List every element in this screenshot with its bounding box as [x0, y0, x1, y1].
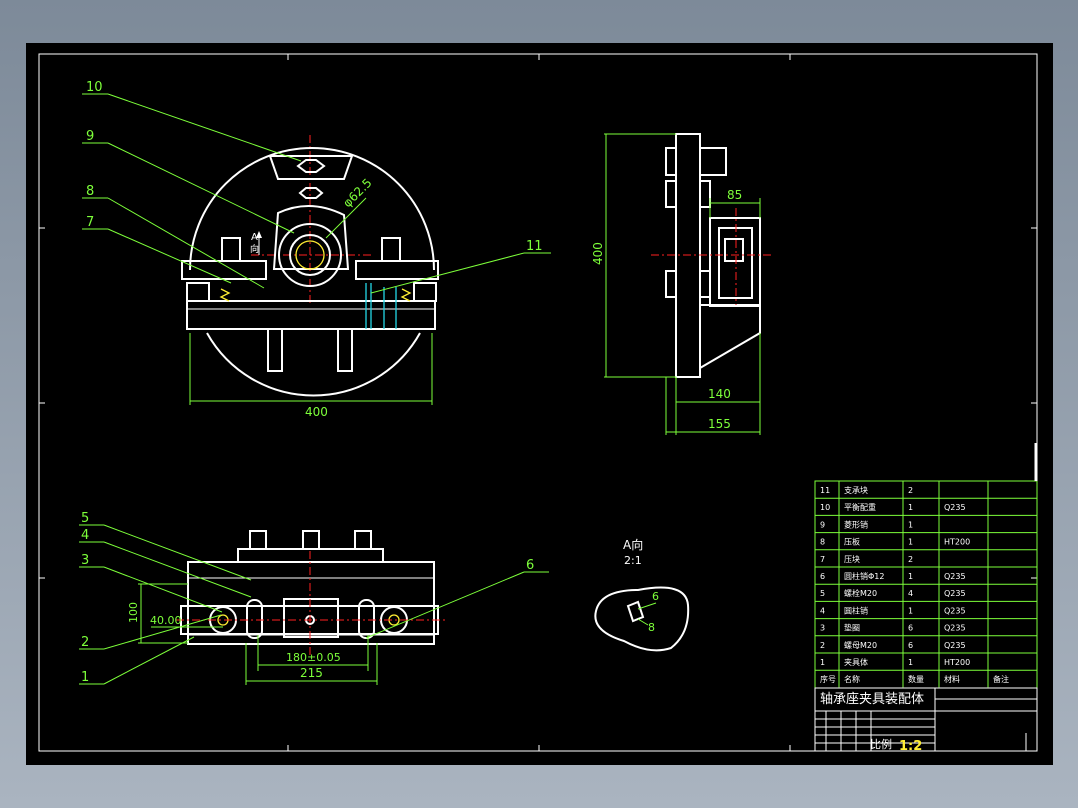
- side-dimensions: 400 85 140 155: [591, 133, 761, 435]
- bom-cell: 螺母M20: [844, 640, 877, 650]
- drawing-title: 轴承座夹具装配体: [820, 692, 924, 707]
- cad-drawing: A 向 400 φ62.5 10 9 8 7 11: [38, 53, 1038, 754]
- callout-2: 2: [81, 635, 89, 650]
- bom-cell: 螺栓M20: [844, 588, 877, 598]
- detail-a-scale: 2:1: [624, 554, 642, 567]
- dim-side-height: 400: [591, 242, 605, 265]
- callout-6: 6: [526, 558, 534, 573]
- sheet-border: [38, 53, 1038, 752]
- bom-cell: Q235: [944, 572, 966, 581]
- bom-cell: HT200: [944, 538, 970, 547]
- section-a-letter: A: [251, 232, 258, 243]
- bom-cell: 菱形销: [844, 519, 868, 529]
- bom-cell: Q235: [944, 589, 966, 598]
- front-view: A 向: [181, 135, 439, 397]
- detail-dim-8: 8: [648, 621, 655, 634]
- bom-header: 数量: [908, 674, 924, 684]
- border-ticks: [39, 54, 1037, 751]
- callout-5: 5: [81, 511, 89, 526]
- bom-cell: Q235: [944, 606, 966, 615]
- bom-cell: 11: [820, 486, 830, 495]
- bom-cell: 1: [908, 606, 913, 615]
- bom-cell: 1: [908, 572, 913, 581]
- bom-cell: 压块: [844, 554, 860, 564]
- bom-cell: 8: [820, 538, 825, 547]
- bom-cell: 9: [820, 520, 825, 529]
- bom-header: 材料: [944, 674, 960, 684]
- bom-cell: Q235: [944, 641, 966, 650]
- bom-cell: 6: [908, 641, 913, 650]
- bom-cell: 10: [820, 503, 830, 512]
- bom-cell: 夹具体: [844, 657, 868, 667]
- bom-cell: 4: [908, 589, 913, 598]
- callout-10: 10: [86, 80, 103, 95]
- bom-cell: 1: [908, 520, 913, 529]
- bom-cell: 圆柱销: [844, 605, 868, 615]
- drawing-canvas: A 向 400 φ62.5 10 9 8 7 11: [26, 43, 1053, 765]
- bom-cell: 支承块: [844, 485, 868, 495]
- callout-4: 4: [81, 528, 89, 543]
- plan-view: [176, 530, 446, 655]
- dim-plan-100: 100: [127, 602, 140, 623]
- bom-cell: 5: [820, 589, 825, 598]
- bom-cell: 1: [908, 503, 913, 512]
- bom-cell: 6: [820, 572, 825, 581]
- callout-3: 3: [81, 553, 89, 568]
- callout-1: 1: [81, 670, 89, 685]
- bom-cell: 圆柱销Φ12: [844, 571, 884, 581]
- bom-cell: Q235: [944, 503, 966, 512]
- bom-cell: 1: [908, 658, 913, 667]
- bom-cell: 4: [820, 606, 825, 615]
- title-block: 轴承座夹具装配体 比例 1:2: [814, 687, 1038, 754]
- callout-9: 9: [86, 129, 94, 144]
- bom-cell: Q235: [944, 624, 966, 633]
- detail-view-a: A向 2:1 6 8: [594, 537, 690, 652]
- bom-cell: 2: [908, 555, 913, 564]
- plan-dimensions: 100 40.00 180±0.05 215: [127, 583, 378, 685]
- bom-cell: 平衡配重: [844, 502, 876, 512]
- bom-header: 序号: [820, 674, 836, 684]
- bom-cell: 6: [908, 624, 913, 633]
- dim-plan-215: 215: [300, 666, 323, 680]
- bom-cell: 2: [908, 486, 913, 495]
- section-a-direction: 向: [250, 243, 259, 255]
- plan-callouts: 5 4 3 6 2 1: [79, 511, 549, 685]
- bom-cell: 2: [820, 641, 825, 650]
- bom-cell: 1: [820, 658, 825, 667]
- callout-8: 8: [86, 184, 94, 199]
- bom-cell: 3: [820, 624, 825, 633]
- side-view: [651, 133, 771, 378]
- bom-header: 名称: [844, 674, 860, 684]
- callout-7: 7: [86, 215, 94, 230]
- bom-header: 备注: [993, 674, 1009, 684]
- dim-bore-diameter: φ62.5: [340, 176, 374, 210]
- scale-label: 比例: [870, 737, 892, 751]
- dim-plan-180: 180±0.05: [286, 651, 341, 664]
- dim-front-width: 400: [305, 405, 328, 419]
- bom-cell: 1: [908, 538, 913, 547]
- callout-11: 11: [526, 239, 543, 254]
- dim-plan-40: 40.00: [150, 614, 182, 627]
- bom-cell: HT200: [944, 658, 970, 667]
- scale-value: 1:2: [899, 739, 922, 754]
- bom-cell: 压板: [844, 537, 860, 547]
- detail-a-label: A向: [623, 537, 643, 552]
- dim-side-140: 140: [708, 387, 731, 401]
- dim-side-85: 85: [727, 188, 742, 202]
- detail-dim-6: 6: [652, 590, 659, 603]
- bom-cell: 垫圈: [844, 623, 860, 633]
- bom-cell: 7: [820, 555, 825, 564]
- front-callouts: 10 9 8 7 11: [82, 80, 551, 294]
- dim-side-155: 155: [708, 417, 731, 431]
